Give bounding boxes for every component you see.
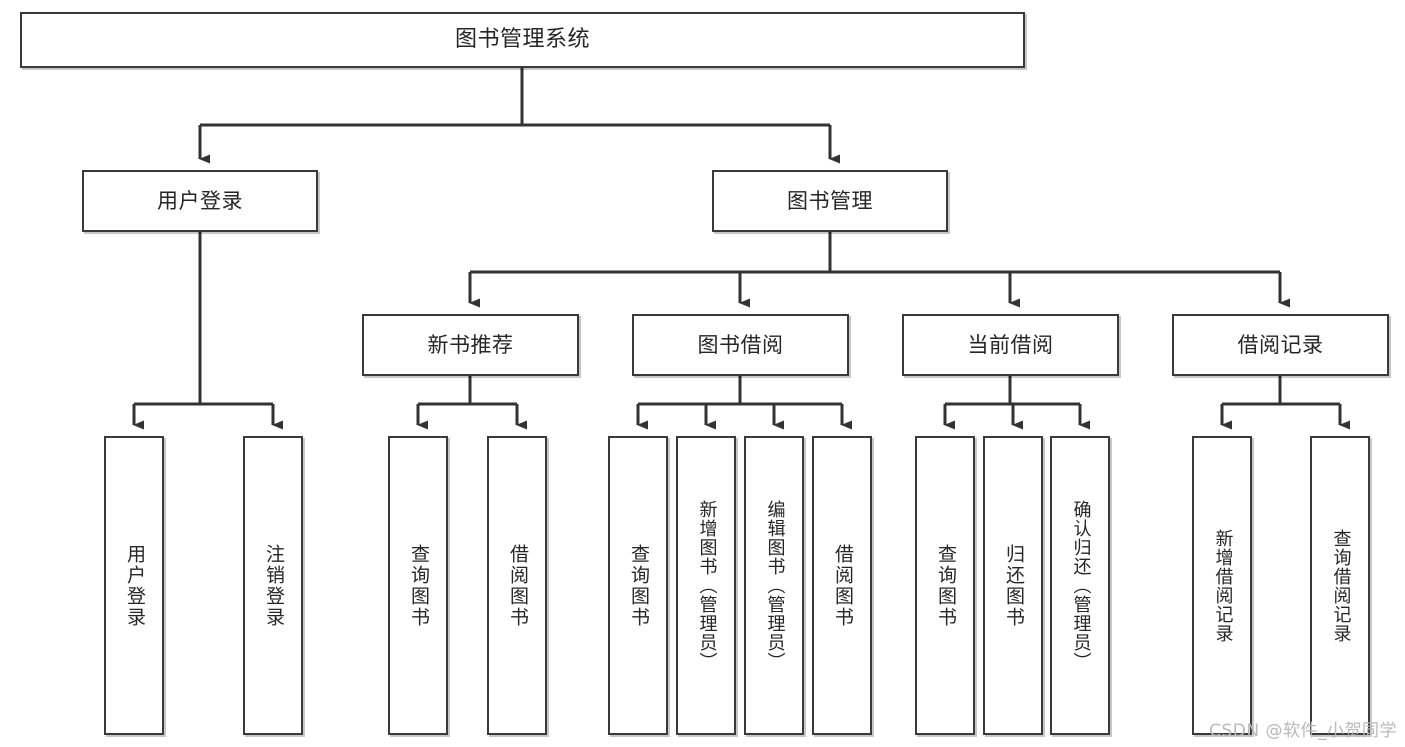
node-leaf-add-book[interactable]: 新增图书（管理员） xyxy=(676,436,736,735)
node-leaf-add-record[interactable]: 新增借阅记录 xyxy=(1192,436,1252,735)
node-new-book-rec-label: 新书推荐 xyxy=(427,332,514,357)
node-new-book-rec[interactable]: 新书推荐 xyxy=(362,314,579,376)
node-leaf-query-record[interactable]: 查询借阅记录 xyxy=(1310,436,1370,735)
node-borrow-record[interactable]: 借阅记录 xyxy=(1172,314,1389,376)
node-leaf-confirm-return-label: 确认归还（管理员） xyxy=(1070,500,1092,671)
node-leaf-user-login[interactable]: 用户登录 xyxy=(104,436,164,735)
node-leaf-add-book-label: 新增图书（管理员） xyxy=(696,500,718,671)
node-leaf-query-book-2-label: 查询图书 xyxy=(627,543,650,628)
node-borrow-record-label: 借阅记录 xyxy=(1237,332,1324,357)
node-root-label: 图书管理系统 xyxy=(454,27,590,53)
node-leaf-return-book-label: 归还图书 xyxy=(1002,543,1025,628)
node-book-manage[interactable]: 图书管理 xyxy=(712,170,948,232)
node-leaf-borrow-book-1-label: 借阅图书 xyxy=(506,543,529,628)
node-leaf-edit-book[interactable]: 编辑图书（管理员） xyxy=(744,436,804,735)
node-current-borrow[interactable]: 当前借阅 xyxy=(902,314,1119,376)
node-leaf-add-record-label: 新增借阅记录 xyxy=(1212,528,1234,643)
node-leaf-query-book-2[interactable]: 查询图书 xyxy=(608,436,668,735)
node-book-borrow[interactable]: 图书借阅 xyxy=(632,314,849,376)
node-leaf-borrow-book-2[interactable]: 借阅图书 xyxy=(812,436,872,735)
node-leaf-return-book[interactable]: 归还图书 xyxy=(983,436,1043,735)
node-leaf-borrow-book-2-label: 借阅图书 xyxy=(831,543,854,628)
node-leaf-edit-book-label: 编辑图书（管理员） xyxy=(764,500,786,671)
node-book-borrow-label: 图书借阅 xyxy=(697,332,784,357)
node-leaf-query-book-1[interactable]: 查询图书 xyxy=(388,436,448,735)
node-leaf-user-logout[interactable]: 注销登录 xyxy=(243,436,303,735)
node-root[interactable]: 图书管理系统 xyxy=(20,12,1025,68)
node-leaf-query-book-1-label: 查询图书 xyxy=(407,543,430,628)
node-user-login[interactable]: 用户登录 xyxy=(82,170,318,232)
node-leaf-user-login-label: 用户登录 xyxy=(123,543,146,628)
node-leaf-borrow-book-1[interactable]: 借阅图书 xyxy=(487,436,547,735)
node-user-login-label: 用户登录 xyxy=(157,188,243,213)
node-book-manage-label: 图书管理 xyxy=(787,188,873,213)
node-current-borrow-label: 当前借阅 xyxy=(967,332,1054,357)
node-leaf-confirm-return[interactable]: 确认归还（管理员） xyxy=(1050,436,1110,735)
node-leaf-user-logout-label: 注销登录 xyxy=(262,543,285,628)
node-leaf-query-book-3-label: 查询图书 xyxy=(934,543,957,628)
node-leaf-query-book-3[interactable]: 查询图书 xyxy=(915,436,975,735)
node-leaf-query-record-label: 查询借阅记录 xyxy=(1330,528,1352,643)
